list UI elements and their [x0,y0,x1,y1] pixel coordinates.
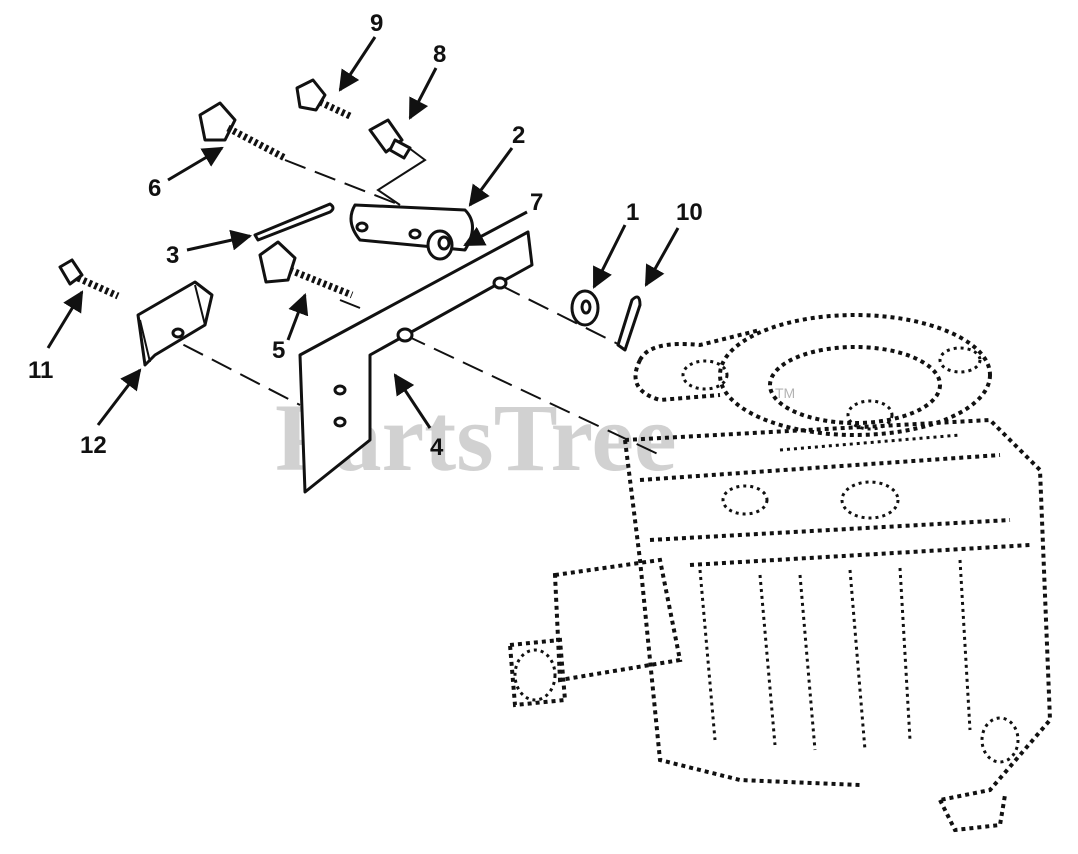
callout-1: 1 [626,199,639,226]
callout-4: 4 [430,434,444,461]
callout-9: 9 [370,10,383,37]
hex-bolt-part-5 [258,240,354,299]
carburetor-outline [507,313,1053,833]
spacer-part-8 [368,118,412,160]
callout-labels: 1 2 3 4 5 6 7 8 9 10 11 12 [28,10,703,461]
callout-arrows [46,36,680,429]
callout-11: 11 [28,357,53,384]
callout-8: 8 [433,41,446,68]
callout-7: 7 [530,189,543,216]
assembly-lines [154,144,661,456]
callout-6: 6 [148,175,161,202]
callout-5: 5 [272,337,285,364]
watermark-trademark: TM [775,385,795,401]
cotter-pin-part-3 [253,202,335,242]
screw-part-11 [58,258,120,300]
callout-10: 10 [676,199,703,226]
callout-12: 12 [80,432,107,459]
washer-part-1 [570,289,600,327]
callout-3: 3 [166,242,179,269]
clip-part-12 [136,280,214,367]
bracket-part-4 [298,230,534,494]
cotter-pin-part-10 [616,295,642,352]
bushing-part-7 [426,229,454,261]
callout-2: 2 [512,122,525,149]
link-plate-part-2 [349,203,474,252]
hex-screw-part-9 [295,78,354,121]
hex-bolt-part-6 [198,101,287,162]
